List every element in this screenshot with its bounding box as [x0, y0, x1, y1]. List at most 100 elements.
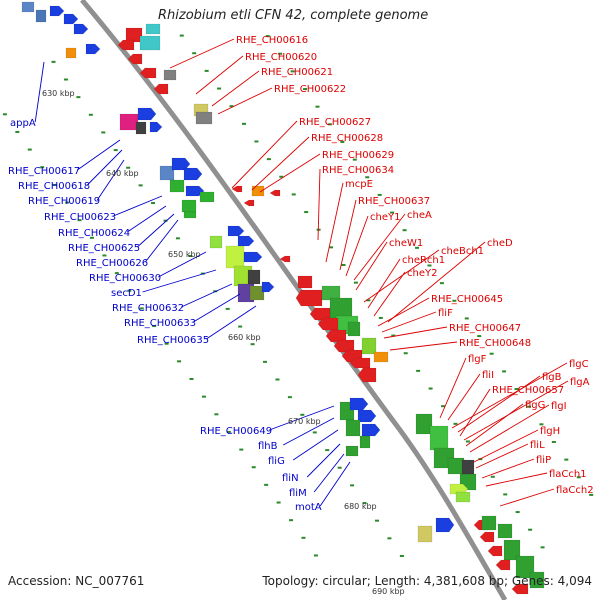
gene-label-reverse: RHE_CH00627 — [299, 117, 371, 128]
tick-mark — [278, 52, 283, 55]
tick-mark — [88, 113, 93, 116]
gene-label-reverse: flaCch2 — [556, 485, 594, 496]
leader-line — [144, 219, 179, 263]
gene-label-reverse: RHE_CH00629 — [322, 150, 394, 161]
leader-line — [306, 443, 341, 478]
gene-label-reverse: RHE_CH00621 — [261, 67, 333, 78]
tick-mark — [279, 175, 284, 178]
gene-block — [183, 211, 197, 219]
gene-label-reverse: RHE_CH00634 — [322, 165, 394, 176]
tick-mark — [291, 193, 296, 196]
gene-label-forward: RHE_CH00623 — [44, 212, 116, 223]
leader-line — [292, 429, 339, 461]
gene-label-reverse: RHE_CH00620 — [245, 52, 317, 63]
leader-line — [158, 251, 207, 278]
leader-line — [181, 283, 233, 308]
tick-mark — [151, 202, 156, 205]
gene-arrow — [171, 157, 191, 171]
gene-arrow — [511, 583, 529, 595]
tick-mark — [362, 502, 367, 505]
gene-label-forward: RHE_CH00619 — [28, 196, 100, 207]
tick-mark — [312, 431, 317, 434]
gene-label-reverse: flgB — [542, 372, 562, 383]
tick-mark — [275, 378, 280, 381]
tick-mark — [387, 537, 392, 540]
gene-label-reverse: fliF — [438, 308, 453, 319]
gene-arrow — [295, 289, 323, 307]
leader-line — [193, 293, 241, 323]
tick-mark — [175, 237, 180, 240]
tick-mark — [304, 211, 309, 214]
gene-arrow — [137, 107, 157, 121]
gene-block — [65, 47, 77, 59]
gene-block — [249, 285, 265, 301]
gene-arrow — [227, 225, 245, 237]
gene-label-reverse: flaCch1 — [549, 469, 587, 480]
tick-mark — [489, 352, 494, 355]
gene-label-forward: RHE_CH00626 — [76, 258, 148, 269]
gene-block — [515, 555, 535, 579]
tick-mark — [477, 335, 482, 338]
gene-arrow — [479, 531, 495, 543]
tick-mark — [192, 52, 197, 55]
gene-arrow — [449, 483, 469, 495]
gene-block — [209, 235, 223, 249]
gene-block — [447, 457, 465, 475]
tick-mark — [427, 264, 432, 267]
tick-mark — [127, 289, 132, 292]
gene-label-forward: RHE_CH00633 — [124, 318, 196, 329]
tick-mark — [403, 352, 408, 355]
tick-mark — [164, 342, 169, 345]
gene-arrow — [139, 67, 157, 79]
gene-arrow — [435, 517, 455, 533]
gene-block — [359, 435, 371, 449]
gene-block — [497, 523, 513, 539]
gene-block — [503, 539, 521, 561]
gene-block — [199, 191, 215, 203]
gene-arrow — [279, 255, 291, 263]
leader-line — [447, 373, 481, 421]
tick-mark — [102, 254, 107, 257]
gene-label-reverse: cheA — [407, 210, 432, 221]
leader-line — [269, 405, 335, 431]
gene-label-forward: flhB — [258, 441, 278, 452]
gene-label-reverse: flgH — [540, 426, 560, 437]
leader-line — [169, 38, 235, 69]
leader-line — [387, 241, 486, 323]
tick-mark — [300, 413, 305, 416]
gene-label-forward: RHE_CH00649 — [200, 426, 272, 437]
gene-label-forward: motA — [295, 502, 322, 513]
gene-block — [347, 321, 361, 337]
leader-line — [367, 258, 401, 309]
tick-mark — [301, 536, 306, 539]
tick-mark — [250, 343, 255, 346]
gene-label-reverse: flgC — [569, 359, 589, 370]
gene-block — [169, 179, 185, 193]
tick-mark — [251, 466, 256, 469]
gene-block — [361, 337, 377, 355]
tick-mark — [217, 87, 222, 90]
tick-mark — [52, 183, 57, 186]
gene-block — [529, 571, 545, 589]
genome-summary-text: Topology: circular; Length: 4,381,608 bp… — [262, 574, 592, 588]
leader-line — [389, 341, 458, 351]
leader-line — [217, 87, 273, 115]
tick-mark — [51, 60, 56, 63]
tick-mark — [390, 211, 395, 214]
tick-mark — [365, 176, 370, 179]
leader-line — [377, 297, 430, 327]
leader-line — [317, 168, 321, 241]
kbp-scale-label: 640 kbp — [106, 169, 139, 178]
tick-mark — [576, 476, 581, 479]
gene-arrow — [237, 235, 255, 247]
gene-arrow — [49, 5, 65, 17]
tick-mark — [214, 413, 219, 416]
gene-label-forward: secD1 — [111, 288, 142, 299]
leader-line — [459, 388, 491, 437]
tick-mark — [327, 123, 332, 126]
gene-arrow — [495, 559, 511, 571]
accession-text: Accession: NC_007761 — [8, 574, 145, 588]
gene-label-reverse: flgA — [570, 377, 590, 388]
gene-arrow — [127, 53, 143, 65]
tick-mark — [502, 370, 507, 373]
